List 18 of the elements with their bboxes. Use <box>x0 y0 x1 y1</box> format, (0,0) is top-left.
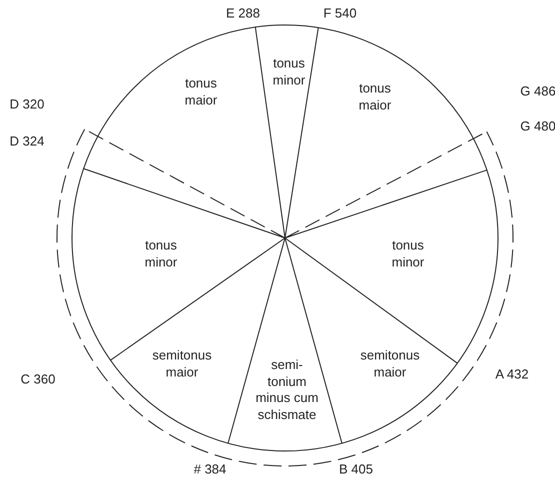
pitch-label: C 360 <box>20 372 56 388</box>
interval-label: tonus maior <box>358 80 392 114</box>
pitch-label: A 432 <box>495 366 529 384</box>
pitch-label: E 288 <box>226 6 260 22</box>
interval-label: tonus minor <box>390 237 426 271</box>
pitch-label: # 384 <box>194 462 226 478</box>
pitch-label: F 540 <box>323 6 357 22</box>
interval-label: semitonus maior <box>359 347 421 381</box>
interval-label: tonus maior <box>184 75 218 109</box>
interval-label: semitonus maior <box>151 347 213 381</box>
pitch-label: G 480 <box>520 118 555 136</box>
interval-label: tonus minor <box>144 237 178 271</box>
pitch-label: D 320 <box>10 96 44 114</box>
interval-label: semi- tonium minus cum schismate <box>254 356 320 424</box>
pitch-label: B 405 <box>339 462 373 478</box>
interval-label: tonus minor <box>272 55 306 89</box>
pitch-label: G 486 <box>520 84 555 100</box>
pitch-label: D 324 <box>10 134 44 150</box>
